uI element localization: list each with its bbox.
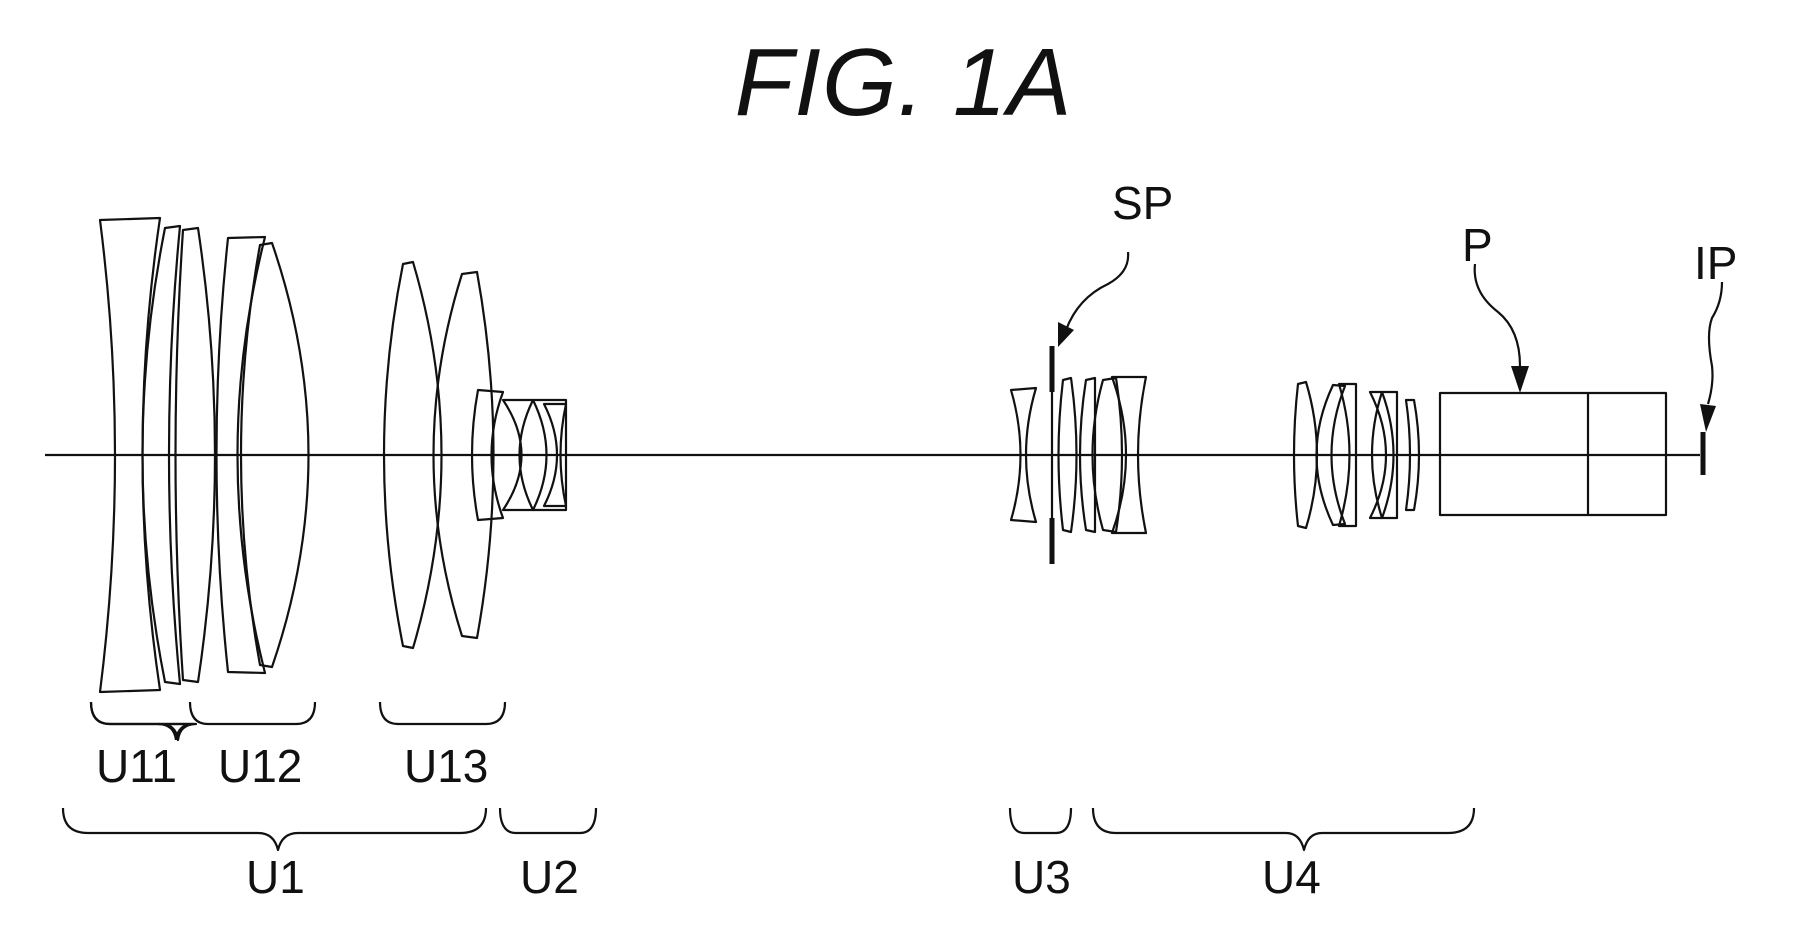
label-u11: U11 [96, 743, 177, 789]
bracket-u13 [380, 702, 505, 724]
label-u4: U4 [1262, 854, 1321, 900]
sp-leader-arrow [1058, 252, 1128, 347]
label-u13: U13 [404, 743, 488, 789]
label-sp: SP [1112, 180, 1173, 226]
label-u2: U2 [520, 854, 579, 900]
label-u12: U12 [218, 743, 302, 789]
bracket-u3 [1010, 808, 1071, 833]
ip-leader-arrow [1700, 282, 1722, 432]
bracket-u4 [1093, 808, 1474, 850]
label-p: P [1462, 222, 1493, 268]
bracket-u1 [63, 808, 486, 850]
bracket-u2 [500, 808, 596, 833]
label-u1: U1 [246, 854, 305, 900]
p-leader-arrow [1475, 264, 1529, 393]
bracket-u11 [91, 702, 196, 740]
bracket-u12 [190, 702, 315, 724]
label-ip: IP [1694, 240, 1737, 286]
label-u3: U3 [1012, 854, 1071, 900]
